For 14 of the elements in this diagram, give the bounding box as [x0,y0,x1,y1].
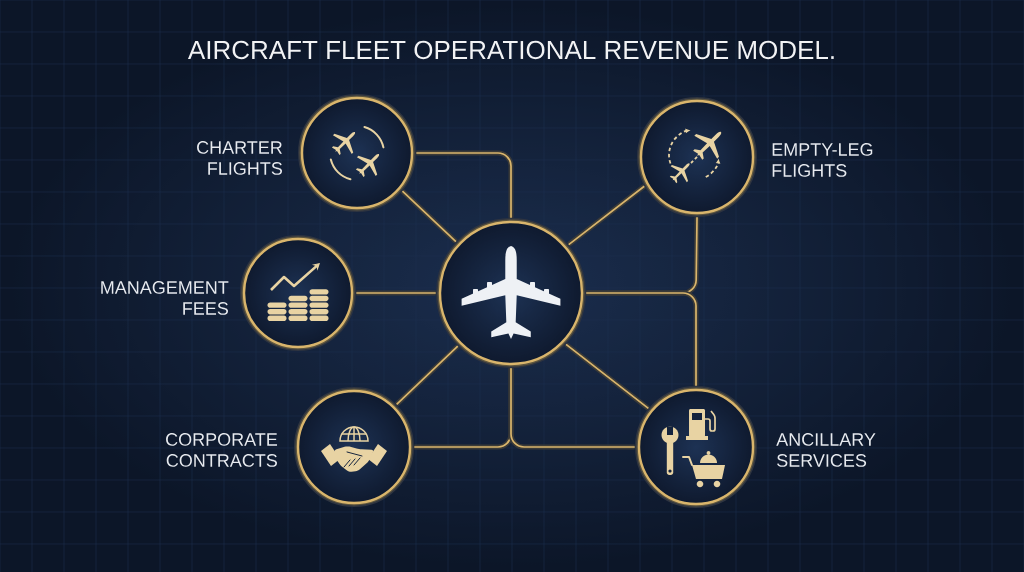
node-label: CHARTER FLIGHTS [197,141,282,175]
connector-line [400,189,458,244]
node-label: CORPORATE CONTRACTS [166,433,278,467]
node-label: MANAGEMENT FEES [101,281,229,315]
connector-line [585,290,699,387]
title: AIRCRAFT FLEET OPERATIONAL REVENUE MODEL. [187,40,834,60]
connector-line [508,367,636,450]
connector-line [394,344,460,407]
connector-line [355,290,437,296]
connector-line [415,150,514,219]
node-label: ANCILLARY SERVICES [776,433,876,467]
node-label: EMPTY-LEG FLIGHTS [772,143,873,177]
connector-line [564,342,650,411]
connector-line [567,184,646,247]
